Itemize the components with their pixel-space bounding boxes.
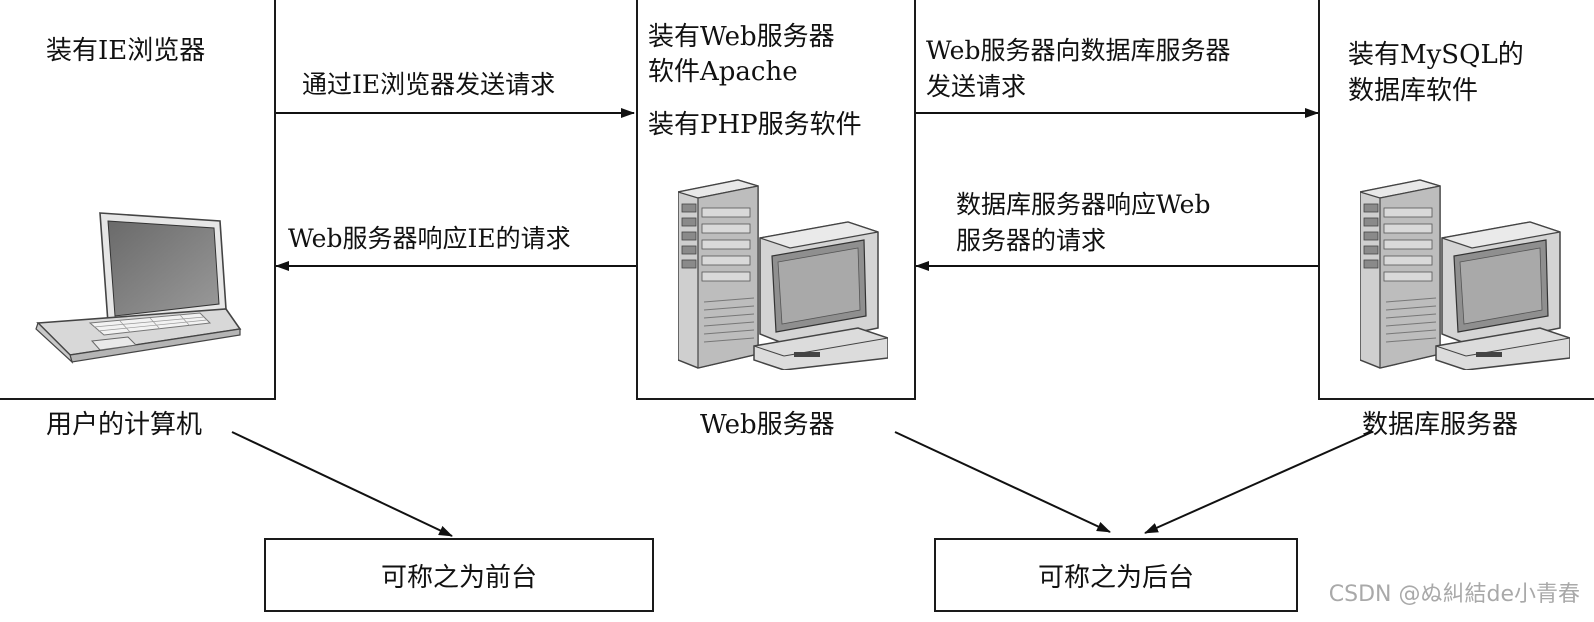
client-caption: 装有IE浏览器: [46, 36, 206, 66]
backend-label: 可称之为后台: [1037, 562, 1194, 593]
backend-box: 可称之为后台: [934, 538, 1298, 612]
web-server-caption-line-1: 装有Web服务器: [648, 22, 835, 52]
frontend-label: 可称之为前台: [380, 562, 537, 593]
db-server-computer-icon: [1360, 179, 1570, 370]
label-web-to-client: Web服务器响应IE的请求: [288, 224, 571, 253]
label-db-to-web-line-2: 服务器的请求: [956, 226, 1107, 255]
label-db-to-web-line-1: 数据库服务器响应Web: [956, 190, 1211, 219]
arrow-web-to-backend: [894, 431, 1111, 533]
laptop-icon: [35, 212, 242, 364]
web-server-caption-line-2: 软件Apache: [648, 57, 798, 87]
web-server-footer: Web服务器: [700, 410, 835, 440]
label-web-to-db-line-1: Web服务器向数据库服务器: [926, 36, 1231, 65]
web-server-caption-line-3: 装有PHP服务软件: [648, 110, 862, 140]
arrow-db-to-backend: [1144, 431, 1373, 534]
label-client-to-web: 通过IE浏览器发送请求: [302, 70, 556, 99]
frontend-box: 可称之为前台: [264, 538, 654, 612]
db-server-caption-line-1: 装有MySQL的: [1348, 40, 1524, 70]
web-server-computer-icon: [678, 179, 888, 370]
arrow-client-to-frontend: [231, 431, 453, 537]
label-web-to-db-line-2: 发送请求: [926, 72, 1027, 101]
db-server-footer: 数据库服务器: [1362, 410, 1519, 440]
web-server-box: [636, 0, 916, 400]
watermark: CSDN @ぬ糾結de小青春: [1328, 582, 1580, 607]
client-footer: 用户的计算机: [46, 410, 203, 440]
client-box: [0, 0, 276, 400]
db-server-caption-line-2: 数据库软件: [1348, 76, 1479, 106]
db-server-box: [1318, 0, 1594, 400]
